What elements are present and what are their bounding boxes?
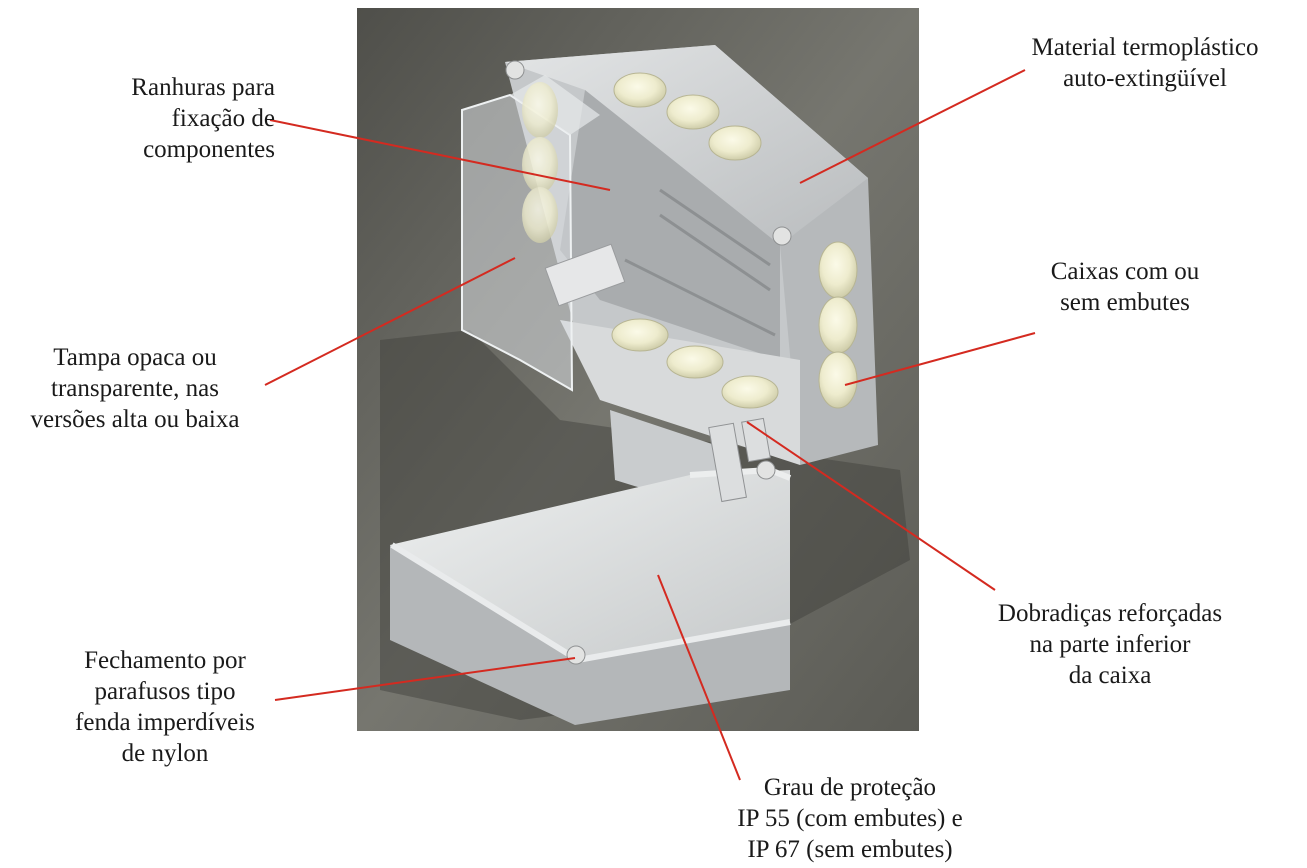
interior-slots <box>624 188 776 337</box>
knockouts-top <box>613 72 762 161</box>
leader-tampa <box>264 257 516 386</box>
box-interior <box>560 90 780 360</box>
knockouts-side <box>818 241 858 409</box>
label-material: Material termoplástico auto-extingüível <box>1031 34 1259 92</box>
box-top-rim <box>505 45 868 245</box>
lid-knockouts-seen-through <box>522 82 558 243</box>
leader-ranhuras <box>269 119 611 191</box>
leader-caixas <box>844 332 1036 386</box>
knockouts-front <box>611 318 779 409</box>
hinges <box>708 417 771 503</box>
box-front-wall <box>560 320 800 465</box>
leader-grau <box>657 574 741 781</box>
terminal-block <box>544 243 626 307</box>
label-fechamento: Fechamento por parafusos tipo fenda impe… <box>75 647 255 767</box>
bottom-lid-front <box>390 545 790 725</box>
label-dobradicas: Dobradiças reforçadas na parte inferior … <box>997 600 1223 689</box>
label-ranhuras: Ranhuras para fixação de componentes <box>131 74 275 163</box>
label-grau: Grau de proteção IP 55 (com embutes) e I… <box>737 774 963 863</box>
leader-dobradicas <box>746 421 996 591</box>
leader-material <box>799 69 1026 184</box>
lid-screws <box>505 60 792 665</box>
leader-fechamento <box>274 657 576 701</box>
label-caixas: Caixas com ou sem embutes <box>1050 258 1200 316</box>
label-tampa: Tampa opaca ou transparente, nas versões… <box>30 344 240 433</box>
